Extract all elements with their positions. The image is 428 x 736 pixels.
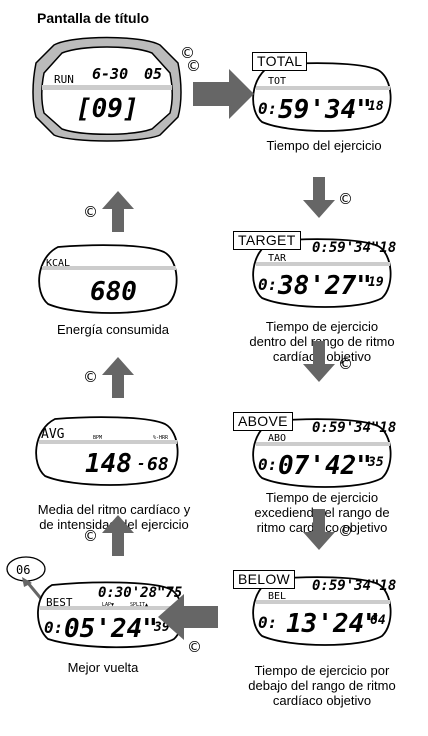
best-screen-label: BEST [46,596,73,609]
below-main: 13'24" [286,609,380,639]
caption-below-line: Tiempo de ejercicio por [254,663,390,678]
arrow-up-2 [102,357,134,398]
run-label: RUN [54,73,74,86]
watch-run-screen: RUN 6-30 05 [09] [32,36,182,142]
avg-screen-label: AVG [41,427,65,442]
below-prefix: 0: [258,613,277,632]
c-button-icon: © [83,368,98,386]
caption-total: Tiempo del ejercicio [266,138,382,153]
watch-above-screen: 0:59'34"18 ABO 0: 07'42" 35 [252,418,396,488]
target-main: 38'27" [277,271,372,301]
above-screen-label: ABO [268,433,286,444]
avg-intensity: 68 [147,454,169,475]
target-top: 0:59'34"18 [312,240,396,256]
arrow-down-3 [303,509,335,550]
target-small: 19 [368,275,384,290]
caption-avg-line: Media del ritmo cardíaco y [37,502,191,517]
c-button-icon: © [338,190,353,208]
watch-total-screen: TOT 0: 59'34" 18 [252,62,392,132]
total-small: 18 [368,99,384,114]
arrow-left [158,594,218,640]
arrow-right [193,69,254,119]
c-button-icon: © [338,355,353,373]
best-prefix: 0: [44,618,63,637]
avg-unit-bpm: BPM [93,435,102,441]
arrow-down-2 [303,341,335,382]
watch-below-screen: 0:59'34"18 BEL 0: 13'24" 64 [252,576,396,646]
caption-below: Tiempo de ejercicio por debajo del rango… [232,663,412,708]
c-button-icon: © [180,44,195,62]
total-screen-label: TOT [268,76,286,87]
watch-best-screen: 06 0:30'28"75 BEST LAP▼ SPLIT▲ 0: 05'24"… [6,556,184,649]
page-title: Pantalla de título [37,10,150,26]
watch-avg-screen: AVG BPM %-HRR 148 - 68 [35,416,179,486]
caption-below-line: cardíaco objetivo [272,693,372,708]
avg-unit-hrr: %-HRR [153,435,169,441]
best-lap-indicator: LAP▼ [102,602,114,608]
target-screen-label: TAR [268,253,287,264]
best-split-indicator: SPLIT▲ [130,602,148,608]
best-top: 0:30'28"75 [98,585,182,601]
c-button-icon: © [338,522,353,540]
run-date: 6-30 [92,65,128,83]
below-small: 64 [370,613,386,628]
above-main: 07'42" [278,451,372,481]
target-prefix: 0: [258,275,277,294]
c-button-icon: © [187,638,202,656]
caption-below-line: debajo del rango de ritmo [248,678,396,693]
above-top: 0:59'34"18 [312,420,396,436]
c-button-icon: © [186,57,201,75]
c-button-icon: © [83,527,98,545]
callout-number: 06 [16,563,30,577]
total-label: TOTAL [252,52,308,71]
best-main: 05'24" [64,614,158,644]
kcal-screen-label: KCAL [46,258,70,269]
c-button-icon: © [83,203,98,221]
avg-separator: - [137,456,145,472]
caption-above-line: Tiempo de ejercicio [265,490,379,505]
avg-heart-rate: 148 [85,449,132,479]
above-label: ABOVE [233,412,293,431]
arrow-down-1 [303,177,335,218]
best-small: 39 [153,620,170,635]
total-prefix: 0: [258,99,277,118]
arrow-up-1 [102,191,134,232]
below-top: 0:59'34"18 [312,578,396,594]
caption-kcal: Energía consumida [56,322,169,337]
below-label: BELOW [233,570,296,589]
above-prefix: 0: [258,455,277,474]
above-small: 35 [367,455,384,470]
below-screen-label: BEL [268,591,286,602]
total-main: 59'34" [278,95,372,125]
watch-kcal-screen: KCAL 680 [38,244,178,314]
arrow-up-3 [102,515,134,556]
caption-best: Mejor vuelta [67,660,139,675]
run-number: [09] [76,94,139,124]
watch-target-screen: 0:59'34"18 TAR 0: 38'27" 19 [252,238,396,308]
kcal-main: 680 [90,277,137,307]
run-day: 05 [144,65,162,83]
target-label: TARGET [233,231,301,250]
caption-target-line: Tiempo de ejercicio [265,319,379,334]
